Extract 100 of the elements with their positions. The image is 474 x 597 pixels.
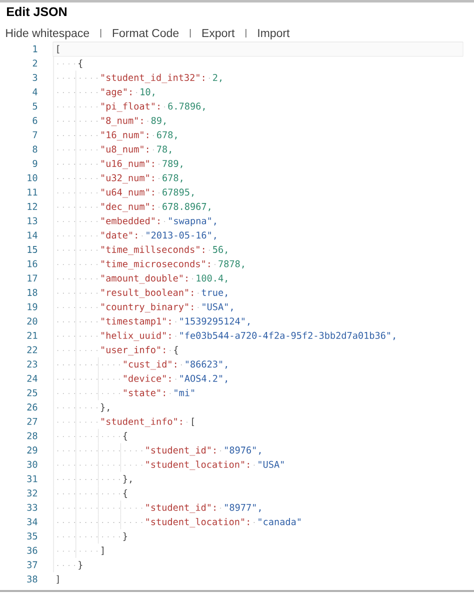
json-key: "cust_id":: [124, 360, 176, 370]
bracket: ]: [56, 575, 59, 584]
line-number: 1: [33, 45, 38, 52]
string-value: "USA",: [202, 303, 233, 312]
line-number: 37: [27, 561, 38, 568]
line-number: 12: [28, 202, 38, 210]
json-key: "country_binary":: [102, 303, 193, 312]
line-number: 2: [32, 60, 38, 67]
json-key: "age":: [102, 88, 132, 98]
line-number: 26: [27, 404, 38, 411]
bracket: }: [78, 561, 82, 570]
line-number: 27: [27, 418, 38, 425]
line-number: 13: [28, 217, 38, 224]
line-number: 20: [27, 318, 38, 325]
number-value: 2,: [213, 74, 222, 82]
line-number: 19: [28, 303, 38, 310]
json-key: "student_id_int32":: [102, 74, 204, 84]
bracket: }: [123, 532, 127, 541]
json-key: "time_microseconds":: [102, 260, 210, 270]
json-key: "u64_num":: [102, 188, 154, 198]
bracket: },: [101, 403, 110, 412]
number-value: 6.7896,: [168, 102, 205, 111]
json-key: "dec_num":: [102, 202, 154, 212]
number-value: 78,: [157, 146, 171, 154]
number-value: 678,: [162, 174, 182, 182]
line-number: 18: [28, 288, 38, 296]
bracket: [: [57, 45, 60, 54]
line-number: 25: [27, 389, 38, 396]
line-number: 5: [32, 102, 38, 110]
line-number: 24: [27, 374, 38, 382]
string-value: "mi": [174, 389, 194, 396]
number-value: 678,: [157, 131, 177, 140]
line-number: 10: [28, 174, 38, 182]
string-value: "8976",: [225, 446, 261, 455]
number-value: 7878,: [218, 260, 244, 268]
boolean-value: true,: [202, 289, 227, 298]
toolbar-link: Export: [202, 29, 235, 40]
line-number: 31: [27, 475, 38, 482]
json-key: "date":: [102, 231, 137, 239]
number-value: 89,: [151, 116, 166, 126]
json-key: "u16_num":: [102, 160, 154, 170]
toolbar-link: Import: [258, 29, 290, 40]
line-number: 38: [27, 576, 38, 583]
json-key: "16_num":: [102, 131, 148, 140]
line-number: 16: [28, 260, 38, 268]
toolbar-link: Hide whitespace: [6, 28, 90, 40]
line-number: 23: [27, 360, 38, 368]
number-value: 10,: [140, 88, 154, 96]
bracket: {: [78, 59, 82, 68]
json-key: "timestamp1":: [102, 317, 171, 326]
toolbar-link: Format Code: [112, 28, 179, 38]
line-number: 21: [27, 332, 38, 339]
line-number: 32: [27, 490, 38, 497]
json-key: "u8_num":: [102, 146, 148, 155]
number-value: 56,: [213, 246, 227, 254]
line-number: 3: [32, 74, 38, 81]
line-number: 8: [32, 146, 38, 153]
string-value: "1539295124",: [180, 318, 250, 326]
json-key: "user_info":: [102, 346, 165, 356]
json-key: "time_millseconds":: [102, 246, 204, 256]
string-value: "fe03b544-a720-4f2a-95f2-3bb2d7a01b36",: [180, 332, 395, 340]
number-value: 67895,: [162, 188, 194, 197]
number-value: 789,: [162, 160, 182, 168]
string-value: "canada": [258, 518, 300, 526]
string-value: "86623",: [186, 360, 227, 369]
json-key: "student_location":: [146, 518, 249, 528]
line-number: 17: [28, 274, 38, 282]
json-key: "helix_uuid":: [102, 332, 171, 341]
json-key: "u32_num":: [102, 174, 154, 184]
line-number: 36: [27, 546, 38, 554]
json-key: "student_info":: [102, 418, 182, 427]
string-value: "USA": [258, 460, 284, 468]
json-key: "amount_double":: [102, 274, 188, 284]
line-number: 33: [27, 504, 38, 511]
line-number: 14: [28, 232, 38, 238]
json-key: "device":: [124, 374, 171, 382]
string-value: "AOS4.2",: [180, 374, 227, 384]
line-number: 22: [27, 346, 38, 354]
line-number: 6: [32, 116, 38, 124]
line-number: 11: [28, 188, 38, 196]
line-number: 29: [27, 446, 38, 454]
string-value: "swapna",: [169, 217, 216, 226]
number-value: 678.8967,: [162, 202, 210, 212]
number-value: 100.4,: [196, 274, 227, 283]
string-value: "2013-05-16",: [146, 232, 216, 240]
json-key: "student_id":: [146, 446, 216, 456]
line-number: 4: [32, 88, 38, 96]
bracket: {: [123, 432, 127, 441]
panel-title: Edit JSON: [7, 6, 66, 16]
json-key: "student_id":: [146, 504, 216, 513]
line-number: 35: [27, 532, 38, 540]
json-key: "embedded":: [102, 217, 160, 224]
bracket: ]: [102, 546, 104, 555]
line-number: 9: [32, 160, 38, 167]
bracket: {: [174, 346, 178, 355]
json-key: "student_location":: [146, 460, 249, 470]
json-key: "8_num":: [102, 116, 143, 126]
bracket: [: [192, 418, 194, 426]
string-value: "8977",: [225, 504, 261, 512]
line-number: 28: [27, 432, 38, 440]
